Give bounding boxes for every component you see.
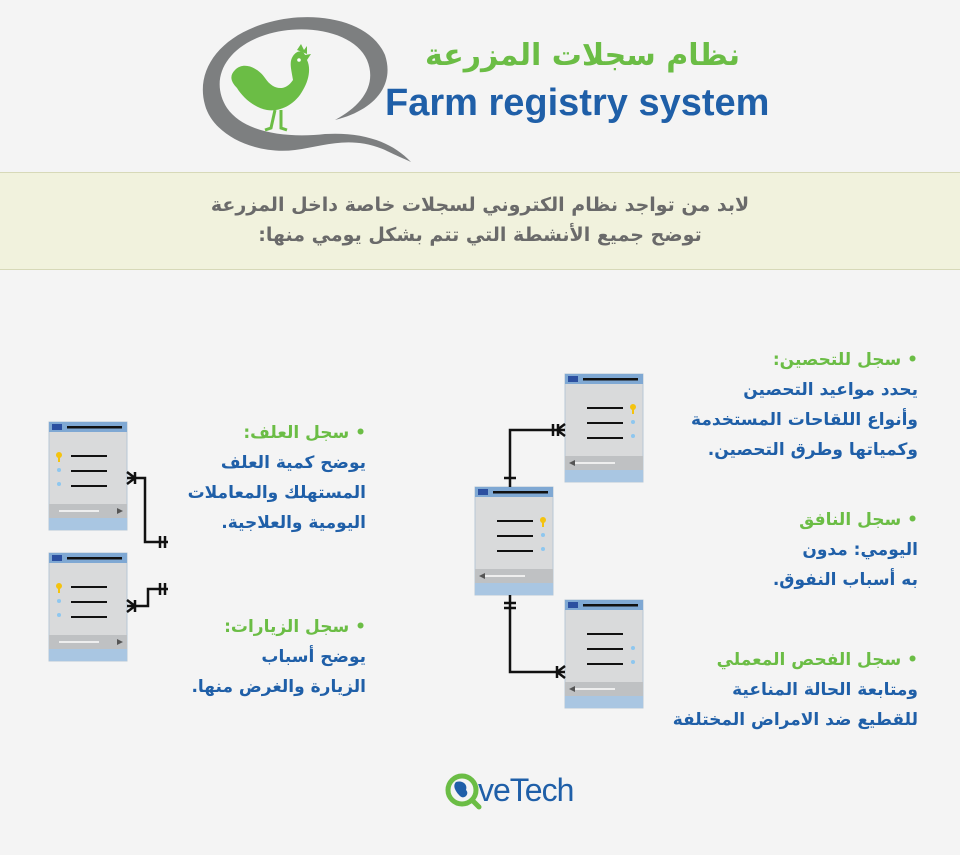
record-visits-line: يوضح أسباب: [261, 647, 366, 667]
vetech-logo-text: veTech: [478, 772, 574, 808]
record-lab-line: ومتابعة الحالة المناعية: [732, 680, 918, 700]
intro-line-2: توضح جميع الأنشطة التي تتم بشكل يومي منه…: [258, 224, 702, 246]
connector-visits: [126, 583, 168, 613]
connector-lab: [504, 595, 566, 679]
record-feed-line: اليومية والعلاجية.: [221, 513, 366, 533]
record-feed-line: يوضح كمية العلف: [220, 453, 366, 473]
farm-hen-logo: [202, 17, 411, 163]
record-mortality: • سجل النافق اليومي: مدون به أسباب النفو…: [640, 505, 918, 595]
record-vaccination: • سجل للتحصين: يحدد مواعيد التحصين وأنوا…: [600, 345, 918, 465]
record-mortality-line: به أسباب النفوق.: [772, 570, 918, 590]
db-table-lab: [565, 600, 643, 708]
record-visits-line: الزيارة والغرض منها.: [191, 677, 366, 697]
db-table-visits: [49, 553, 127, 661]
record-visits: • سجل الزيارات: يوضح أسباب الزيارة والغر…: [160, 612, 366, 702]
record-vaccination-line: وأنواع اللقاحات المستخدمة: [691, 410, 918, 430]
vetech-logo-icon: [445, 773, 482, 810]
record-lab-line: للقطيع ضد الامراض المختلفة: [672, 710, 918, 730]
db-table-central: [475, 487, 553, 595]
connector-feed: [126, 471, 168, 548]
db-table-feed: [49, 422, 127, 530]
record-lab-title: • سجل الفحص المعملي: [716, 650, 918, 670]
record-vaccination-line: وكمياتها وطرق التحصين.: [707, 440, 918, 460]
record-feed-line: المستهلك والمعاملات: [187, 483, 366, 503]
record-mortality-title: • سجل النافق: [799, 510, 918, 530]
page-title-english: Farm registry system: [385, 82, 770, 124]
db-table-vaccination: [565, 374, 643, 482]
record-feed-title: • سجل العلف:: [243, 423, 366, 443]
intro-band: [0, 172, 960, 270]
intro-line-1: لابد من تواجد نظام الكتروني لسجلات خاصة …: [210, 194, 750, 216]
record-vaccination-line: يحدد مواعيد التحصين: [743, 380, 918, 400]
intro-text: لابد من تواجد نظام الكتروني لسجلات خاصة …: [180, 190, 780, 250]
record-mortality-line: اليومي: مدون: [802, 540, 918, 560]
record-vaccination-title: • سجل للتحصين:: [772, 350, 918, 370]
record-lab: • سجل الفحص المعملي ومتابعة الحالة المنا…: [640, 645, 918, 735]
record-feed: • سجل العلف: يوضح كمية العلف المستهلك وا…: [170, 418, 366, 538]
record-visits-title: • سجل الزيارات:: [224, 617, 366, 637]
page-title-arabic: نظام سجلات المزرعة: [425, 38, 740, 73]
connector-vaccination: [504, 423, 566, 487]
